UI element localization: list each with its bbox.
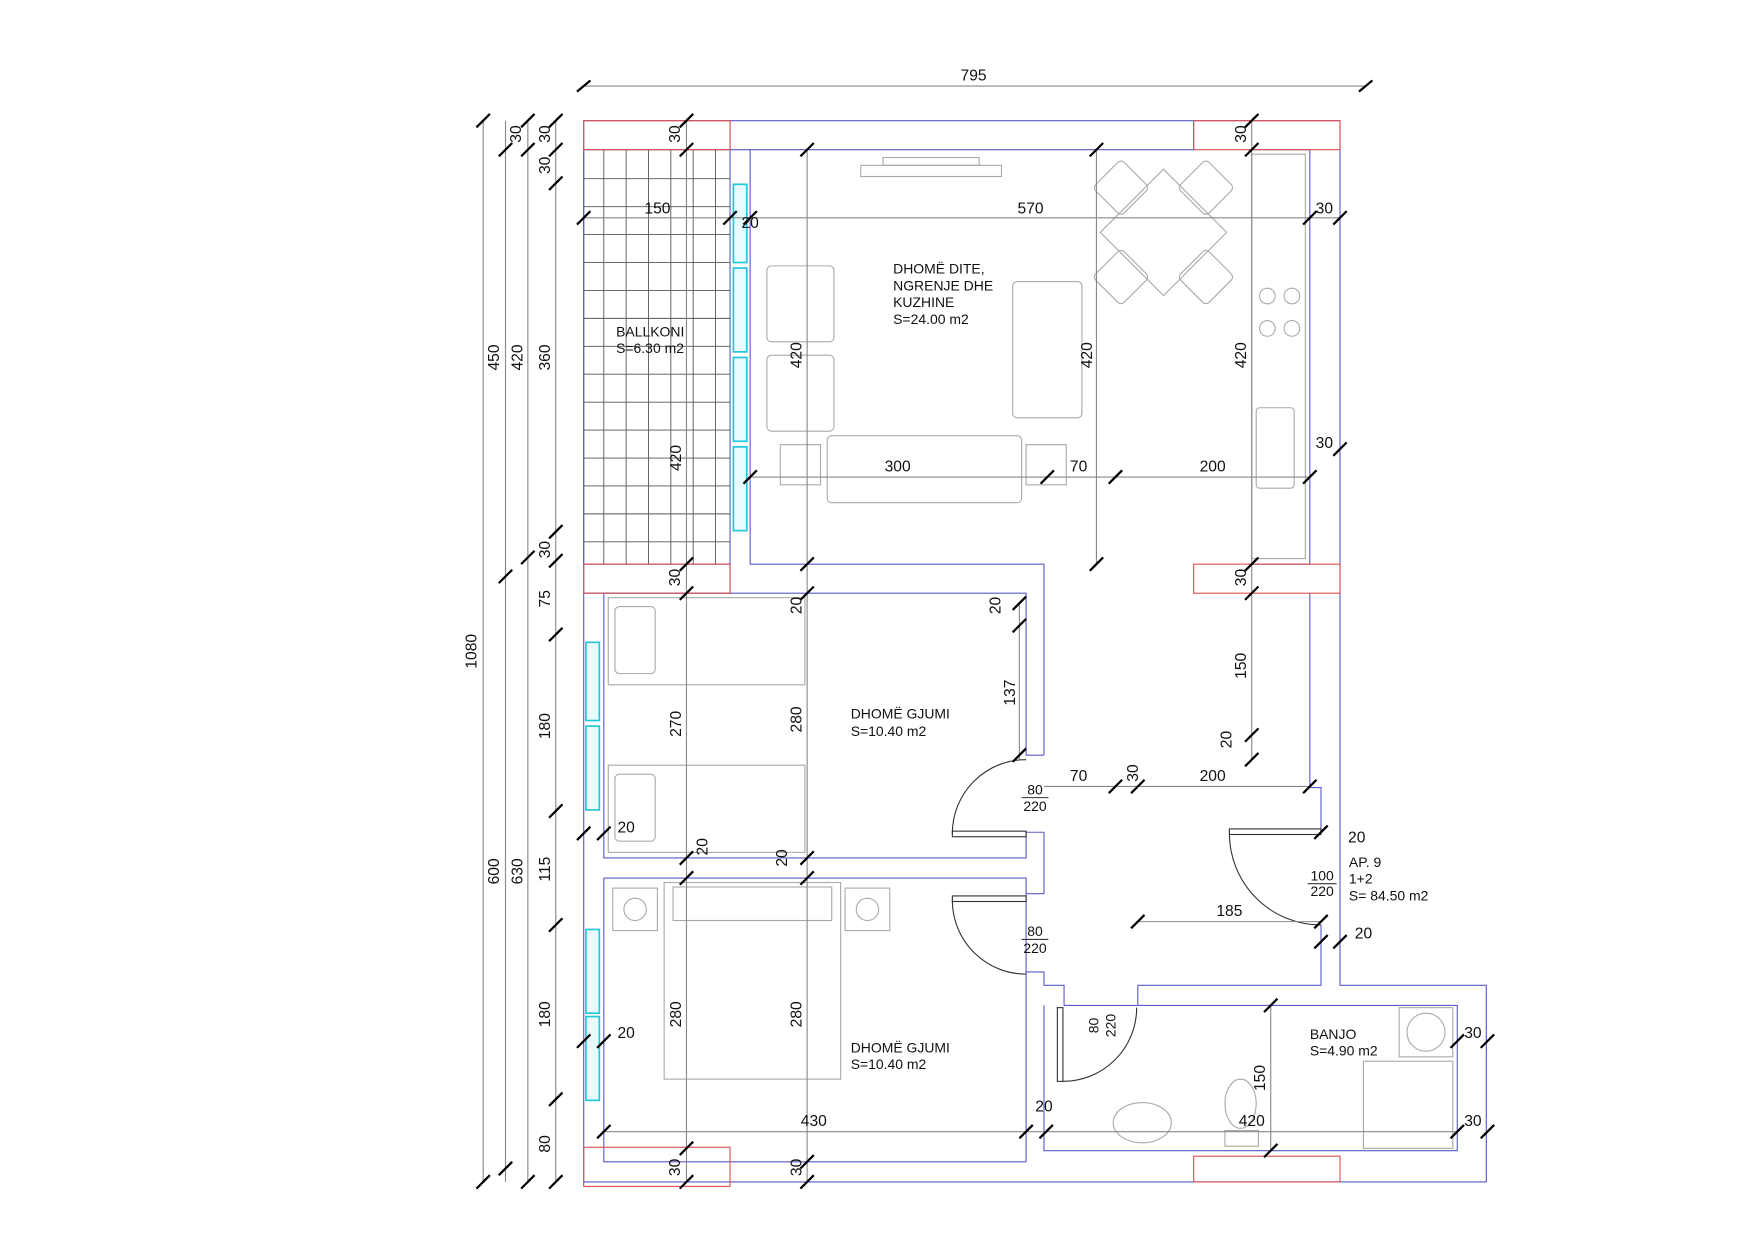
dim-label: 20: [617, 819, 635, 836]
dim-label: 420: [509, 344, 526, 370]
dim-label: 420: [668, 445, 685, 471]
dim-label: 30: [789, 1158, 806, 1176]
dim-label: 30: [537, 125, 554, 143]
dim-label: 20: [789, 596, 806, 614]
dim-label: 420: [1079, 342, 1096, 368]
dim-label: 30: [537, 541, 554, 559]
door-width: 100: [1310, 867, 1334, 883]
dim-label: 300: [885, 458, 911, 475]
dim-label: 20: [1348, 829, 1366, 846]
dim-label: 30: [1316, 200, 1334, 217]
dim-label: 30: [1125, 764, 1142, 782]
door-height: 220: [1023, 940, 1047, 956]
dim-label: 630: [509, 858, 526, 884]
walls: [583, 120, 1487, 1183]
dim-label: 30: [1233, 125, 1250, 143]
door-height: 220: [1023, 798, 1047, 814]
dim-label: 20: [1219, 731, 1236, 749]
furniture: [607, 153, 1454, 1149]
dim-label: 20: [741, 215, 759, 232]
dim-label: 30: [667, 125, 684, 143]
internal-dimension-lines: [576, 113, 1495, 1190]
dim-label: 20: [987, 596, 1004, 614]
dim-label: 600: [486, 858, 503, 884]
dim-label: 280: [789, 706, 806, 732]
dim-label: 75: [537, 590, 554, 608]
dim-label: 200: [1200, 458, 1226, 475]
dim-label: 30: [508, 125, 525, 143]
balcony-area: S=6.30 m2: [616, 340, 684, 356]
dim-label: 30: [667, 569, 684, 587]
dining-table: [1099, 168, 1228, 297]
dim-label: 30: [537, 156, 554, 174]
dim-label: 200: [1200, 768, 1226, 785]
dim-label: 570: [1018, 200, 1044, 217]
dim-label: 30: [1316, 435, 1334, 452]
living-name-3: KUZHINE: [893, 294, 954, 310]
dim-label: 150: [644, 200, 670, 217]
dim-label: 270: [668, 711, 685, 737]
bedroom2-name: DHOMË GJUMI: [851, 1039, 950, 1055]
dim-label: 430: [801, 1113, 827, 1130]
dim-label: 795: [961, 67, 987, 84]
dim-label: 70: [1070, 768, 1088, 785]
dim-label: 20: [617, 1025, 635, 1042]
dim-label: 30: [1233, 569, 1250, 587]
bathroom-name: BANJO: [1310, 1026, 1357, 1042]
dim-label: 80: [537, 1135, 554, 1153]
door-width: 80: [1027, 781, 1043, 797]
living-name-2: NGRENJE DHE: [893, 277, 993, 293]
bedroom1-area: S=10.40 m2: [851, 723, 927, 739]
dim-label: 150: [1252, 1065, 1269, 1091]
left-dimension-chains: 450 420 360 1080 30 30 30 30 75 180 115 …: [463, 113, 564, 1190]
bedroom1-name: DHOMË GJUMI: [851, 705, 950, 721]
dim-label: 420: [1239, 1113, 1265, 1130]
dim-label: 20: [695, 838, 712, 856]
radiators: [585, 183, 748, 1102]
living-area: S=24.00 m2: [893, 311, 969, 327]
living-name-1: DHOMË DITE,: [893, 261, 984, 277]
dim-label: 180: [537, 1001, 554, 1027]
door-height: 220: [1310, 883, 1334, 899]
dim-label: 185: [1216, 903, 1242, 920]
dim-label: 420: [1233, 342, 1250, 368]
dim-label: 20: [1355, 925, 1373, 942]
dim-label: 30: [667, 1158, 684, 1176]
balcony-name: BALLKONI: [616, 323, 684, 339]
doors: [951, 759, 1322, 1082]
dim-label: 280: [668, 1001, 685, 1027]
door-height: 220: [1102, 1014, 1118, 1038]
apartment-area: S= 84.50 m2: [1349, 887, 1429, 903]
dim-label: 70: [1070, 458, 1088, 475]
dim-label: 450: [486, 344, 503, 370]
dim-label: 115: [537, 856, 554, 881]
door-labels: 80 220 80 220 80 220 100 220: [1021, 781, 1337, 1038]
dim-label: 150: [1233, 652, 1250, 678]
bedroom2-area: S=10.40 m2: [851, 1056, 927, 1072]
dim-label: 20: [1035, 1099, 1053, 1116]
dim-label: 30: [1464, 1025, 1482, 1042]
door-width: 80: [1027, 923, 1043, 939]
dim-label: 360: [537, 344, 554, 370]
dim-label: 137: [1002, 680, 1019, 706]
apartment-type: 1+2: [1349, 871, 1373, 887]
dim-label: 20: [774, 849, 791, 867]
dim-label: 280: [789, 1001, 806, 1027]
kitchen-counter: [1251, 153, 1306, 560]
dim-label: 30: [1464, 1113, 1482, 1130]
dim-label: 1080: [463, 634, 480, 669]
window-openings: [583, 120, 1341, 1187]
dim-label: 420: [789, 342, 806, 368]
door-width: 80: [1086, 1018, 1102, 1034]
overall-width-dimension: 795: [576, 67, 1374, 93]
apartment-name: AP. 9: [1349, 854, 1382, 870]
room-labels: BALLKONI S=6.30 m2 DHOMË DITE, NGRENJE D…: [616, 261, 1429, 1072]
dim-label: 180: [537, 713, 554, 739]
dimension-labels: 30 150 20 570 30 30 420 420 420 420 300 …: [617, 125, 1481, 1176]
bathroom-area: S=4.90 m2: [1310, 1043, 1378, 1059]
